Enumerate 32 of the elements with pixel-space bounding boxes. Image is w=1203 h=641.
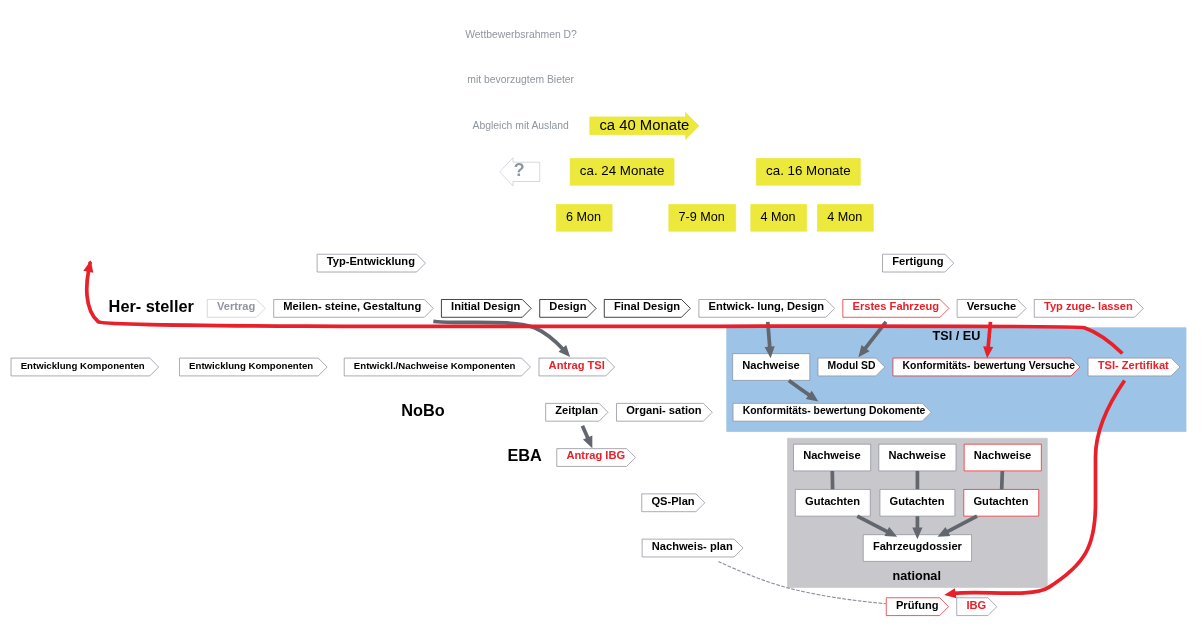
node-box: ca. 24 Monate	[569, 157, 675, 186]
label: NoBo	[401, 400, 445, 419]
label: mit bevorzugtem Bieter	[467, 73, 575, 85]
arrow	[944, 379, 1127, 598]
node-box: 4 Mon	[750, 203, 807, 232]
node-box: Nachweise	[963, 443, 1042, 471]
node-box: 4 Mon	[817, 203, 874, 232]
label: EBA	[507, 445, 542, 464]
arrow	[858, 320, 888, 357]
connector	[717, 560, 887, 604]
node-box: 7-9 Mon	[668, 203, 736, 232]
connector	[830, 470, 835, 489]
arrow	[433, 318, 571, 357]
connector	[999, 470, 1005, 489]
arrow	[856, 514, 898, 537]
arrow	[983, 321, 994, 358]
label: Her- steller	[108, 296, 194, 315]
node-box: ca. 16 Monate	[756, 157, 861, 186]
node-box: Gutachten	[879, 488, 956, 516]
label: Wettbewerbsrahmen D?	[465, 28, 577, 40]
arrow	[764, 321, 775, 358]
arrow	[937, 514, 978, 537]
node-box: Fahrzeugdossier	[862, 533, 972, 562]
node-box: Nachweise	[878, 443, 957, 471]
arrow	[787, 378, 819, 402]
node-box: Gutachten	[963, 488, 1040, 516]
node-box: 6 Mon	[556, 203, 613, 232]
node-box: Nachweise	[793, 443, 872, 471]
node-box: Gutachten	[795, 488, 871, 516]
connector	[915, 470, 920, 489]
label: Abgleich mit Ausland	[472, 119, 569, 131]
node-box: Nachweise	[732, 352, 811, 381]
